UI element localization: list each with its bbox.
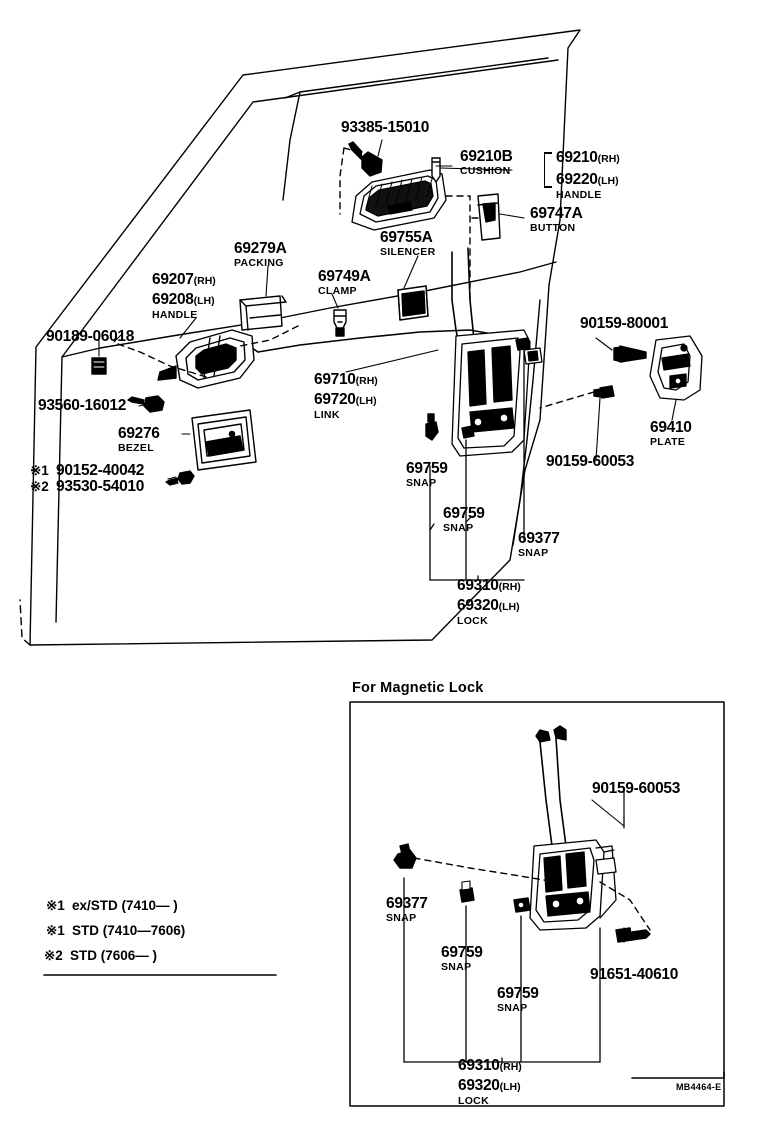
label-handle-outside-name: HANDLE — [556, 189, 602, 201]
label-69279a: 69279A — [234, 240, 287, 257]
bracket-outside-handle — [544, 152, 552, 188]
label-69710-rh: 69710(RH) — [314, 371, 378, 388]
label-90189-06018: 90189-06018 — [46, 328, 135, 345]
label-69749a-name: CLAMP — [318, 285, 357, 297]
label-90159-60053: 90159-60053 — [546, 453, 635, 470]
label-m-69759-a: 69759 — [441, 944, 483, 961]
label-93385-15010: 93385-15010 — [341, 119, 430, 136]
label-m-69759-b-name: SNAP — [497, 1002, 528, 1014]
label-lock-name: LOCK — [457, 615, 488, 627]
label-69207-rh: 69207(RH) — [152, 271, 216, 288]
label-69320-lh: 69320(LH) — [457, 597, 520, 614]
label-69755a: 69755A — [380, 229, 433, 246]
label-m-69377: 69377 — [386, 895, 428, 912]
label-69220-lh: 69220(LH) — [556, 171, 619, 188]
label-m-90159-60053: 90159-60053 — [592, 780, 681, 797]
label-m-69759-b: 69759 — [497, 985, 539, 1002]
label-m-69310-rh: 69310(RH) — [458, 1057, 522, 1074]
label-69749a: 69749A — [318, 268, 371, 285]
label-69210b-name: CUSHION — [460, 165, 511, 177]
label-69759-b: 69759 — [443, 505, 485, 522]
label-69755a-name: SILENCER — [380, 246, 436, 258]
label-m-91651-40610: 91651-40610 — [590, 966, 679, 983]
label-69210b: 69210B — [460, 148, 513, 165]
label-69310-rh: 69310(RH) — [457, 577, 521, 594]
label-69208-lh: 69208(LH) — [152, 291, 215, 308]
label-m-lock-name: LOCK — [458, 1095, 489, 1107]
label-93560-16012: 93560-16012 — [38, 397, 127, 414]
label-69377-name: SNAP — [518, 547, 549, 559]
label-69759-b-name: SNAP — [443, 522, 474, 534]
label-handle-inside-name: HANDLE — [152, 309, 198, 321]
label-69759-a: 69759 — [406, 460, 448, 477]
label-69720-lh: 69720(LH) — [314, 391, 377, 408]
label-69276-name: BEZEL — [118, 442, 154, 454]
magnetic-lock-section-title: For Magnetic Lock — [352, 680, 484, 696]
label-69410: 69410 — [650, 419, 692, 436]
label-69210-rh: 69210(RH) — [556, 149, 620, 166]
label-m-69320-lh: 69320(LH) — [458, 1077, 521, 1094]
label-69377: 69377 — [518, 530, 560, 547]
label-90159-80001: 90159-80001 — [580, 315, 669, 332]
footer-code: MB4464-E — [676, 1082, 722, 1092]
label-69747a-name: BUTTON — [530, 222, 576, 234]
label-69747a: 69747A — [530, 205, 583, 222]
label-m-69377-name: SNAP — [386, 912, 417, 924]
label-69759-a-name: SNAP — [406, 477, 437, 489]
label-link-name: LINK — [314, 409, 340, 421]
label-69410-name: PLATE — [650, 436, 686, 448]
label-69279a-name: PACKING — [234, 257, 284, 269]
label-m-69759-a-name: SNAP — [441, 961, 472, 973]
label-69276: 69276 — [118, 425, 160, 442]
